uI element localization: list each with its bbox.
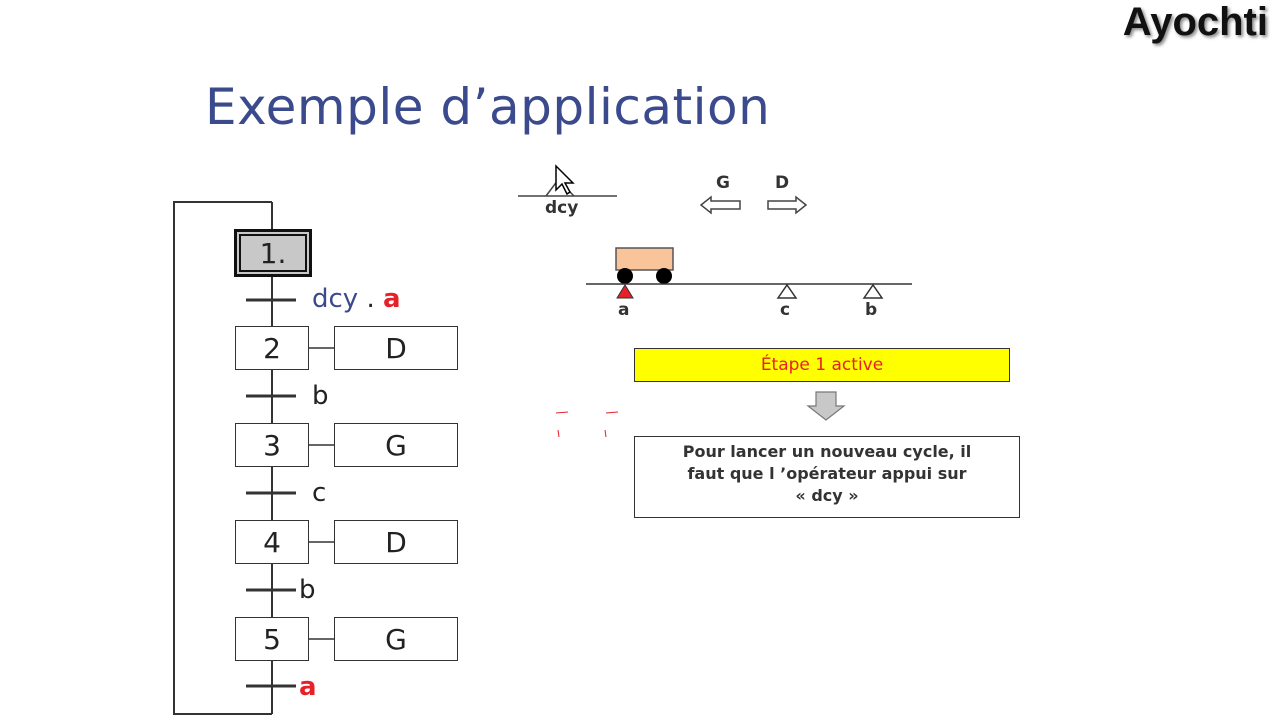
step-4: 4: [235, 520, 309, 564]
slide-title: Exemple d’application: [205, 78, 771, 136]
step-1-number: 1.: [259, 236, 287, 270]
arrow-left-icon: [699, 195, 741, 215]
step-5: 5: [235, 617, 309, 661]
sensor-c-label: c: [780, 300, 791, 320]
red-mark: [555, 411, 569, 414]
arrow-right-label: D: [775, 173, 790, 193]
step-3-number: 3: [263, 428, 281, 462]
action-step-5: G: [334, 617, 458, 661]
transition-1-and: .: [358, 284, 383, 314]
action-step-2: D: [334, 326, 458, 370]
cart-wheel-left: [617, 268, 633, 284]
transition-4-condition: b: [299, 575, 316, 605]
step-1-initial: 1.: [234, 229, 312, 277]
sensor-c-icon: [776, 283, 798, 299]
action-step-4-label: D: [385, 525, 407, 559]
message-line-1: Pour lancer un nouveau cycle, il: [682, 442, 972, 461]
sensor-a-label: a: [618, 300, 630, 320]
action-step-3: G: [334, 423, 458, 467]
message-box: Pour lancer un nouveau cycle, il faut qu…: [634, 436, 1020, 518]
cursor-icon: [555, 164, 575, 196]
status-banner: Étape 1 active: [634, 348, 1010, 382]
dcy-button-label: dcy: [545, 198, 579, 218]
down-arrow-icon: [806, 391, 846, 421]
transition-1-a: a: [382, 284, 401, 314]
action-step-5-label: G: [385, 622, 407, 656]
status-banner-text: Étape 1 active: [760, 355, 884, 375]
message-line-2: faut que l ’opérateur appui sur: [687, 464, 967, 483]
sensor-a-icon: [616, 284, 634, 299]
cart-wheel-right: [656, 268, 672, 284]
transition-1-dcy: dcy: [312, 284, 359, 314]
cart-body: [615, 247, 674, 271]
step-2: 2: [235, 326, 309, 370]
step-5-number: 5: [263, 622, 281, 656]
dcy-button-icon: [545, 178, 575, 197]
step-3: 3: [235, 423, 309, 467]
sensor-b-label: b: [865, 300, 878, 320]
transition-3-condition: c: [312, 478, 327, 508]
sensor-b-icon: [862, 283, 884, 299]
watermark-logo: Ayochti: [1122, 0, 1268, 44]
action-step-3-label: G: [385, 428, 407, 462]
transition-1-condition: dcy . a: [312, 284, 401, 314]
step-2-number: 2: [263, 331, 281, 365]
action-step-2-label: D: [385, 331, 407, 365]
transition-2-condition: b: [312, 381, 329, 411]
message-line-3: « dcy »: [795, 486, 859, 505]
arrow-left-label: G: [716, 173, 730, 193]
arrow-right-icon: [767, 195, 808, 215]
transition-5-condition: a: [299, 672, 317, 702]
action-step-4: D: [334, 520, 458, 564]
step-4-number: 4: [263, 525, 281, 559]
